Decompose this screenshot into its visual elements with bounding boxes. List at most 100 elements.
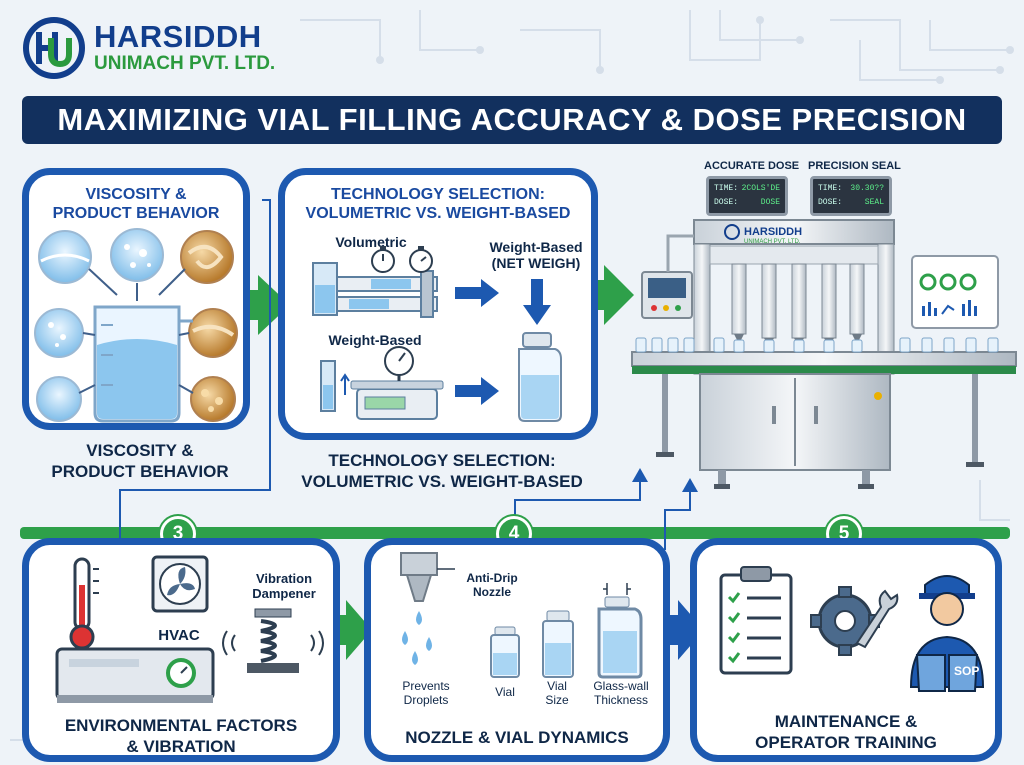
glass-wall-label: Glass-wall Thickness — [581, 679, 661, 707]
volumetric-pump-icon — [312, 262, 438, 318]
net-weigh-line-2: (NET WEIGH) — [491, 255, 581, 271]
accurate-dose-title: ACCURATE DOSE — [704, 160, 800, 172]
liquid-sample-icons — [34, 228, 238, 422]
panel-3-caption: ENVIRONMENTAL FACTORS & VIBRATION — [29, 715, 333, 757]
vial-icon — [518, 332, 562, 422]
operator-icon: SOP — [909, 575, 985, 692]
weight-scale-icon — [320, 346, 444, 420]
panel-environment: HVAC Vibration Dampener — [22, 538, 340, 762]
dampener-line-1: Vibration — [255, 571, 313, 586]
panel-3-caption-line-1: ENVIRONMENTAL FACTORS — [64, 716, 298, 735]
small-vial-icon — [490, 626, 520, 678]
accurate-dose-display: TIME:2COLS'DE DOSE: DOSE — [706, 176, 788, 216]
panel-4-caption: NOZZLE & VIAL DYNAMICS — [371, 727, 663, 748]
checklist-clipboard-icon — [719, 566, 793, 675]
vibration-dampener-label: Vibration Dampener — [239, 571, 329, 601]
droplets-icon — [402, 611, 432, 665]
vial-size-line-2: Size — [545, 693, 569, 707]
vial-label: Vial — [495, 685, 515, 699]
arrow-4-5 — [668, 600, 704, 660]
weight-based-label: Weight-Based — [328, 332, 422, 348]
anti-drip-nozzle-icon — [400, 552, 455, 602]
panel-viscosity: VISCOSITY & PRODUCT BEHAVIOR — [22, 168, 250, 430]
large-vial-icon — [597, 583, 643, 679]
prevents-line-2: Droplets — [403, 693, 449, 707]
glass-wall-line-1: Glass-wall — [593, 679, 649, 693]
brand-subtitle: UNIMACH PVT. LTD. — [94, 53, 276, 74]
technology-illustration — [312, 246, 562, 422]
maintenance-illustration: SOP — [719, 566, 985, 692]
stopwatch-icon — [371, 246, 433, 273]
machine-logo-sub: UNIMACH PVT. LTD. — [744, 239, 801, 245]
arrowhead-b — [682, 478, 698, 492]
panel-maintenance: SOP MAINTENANCE & OPERATOR TRAINING — [690, 538, 1002, 762]
vial-filling-machine: HARSIDDH UNIMACH PVT. LTD. — [631, 219, 1017, 489]
vial-size-label: Vial Size — [537, 679, 577, 707]
arrow-2-machine — [590, 265, 634, 325]
dose-r2-value: DOSE — [760, 198, 780, 207]
dose-r2-label: DOSE: — [714, 198, 739, 207]
dampener-line-2: Dampener — [252, 586, 316, 601]
panel-1-caption: VISCOSITY & PRODUCT BEHAVIOR — [30, 440, 250, 482]
viscosity-illustration — [34, 228, 238, 423]
anti-drip-label: Anti-Drip Nozzle — [457, 571, 527, 599]
seal-r1-label: TIME: — [818, 184, 843, 193]
beaker-icon — [93, 305, 193, 423]
glass-wall-line-2: Thickness — [593, 693, 649, 707]
gear-wrench-icon — [810, 586, 899, 656]
panel-2-head-line-2: VOLUMETRIC VS. WEIGHT-BASED — [305, 205, 571, 222]
panel-5-caption-line-1: MAINTENANCE & — [774, 712, 918, 731]
prevents-line-1: Prevents — [402, 679, 450, 693]
arrow-1-2 — [238, 275, 290, 335]
panel-technology: TECHNOLOGY SELECTION: VOLUMETRIC VS. WEI… — [278, 168, 598, 440]
hvac-label: HVAC — [158, 627, 200, 644]
volumetric-label: Volumetric — [335, 234, 407, 250]
panel-2-head-line-1: TECHNOLOGY SELECTION: — [331, 186, 545, 203]
panel-1-head-line-1: VISCOSITY & — [85, 186, 187, 203]
arrowhead-a — [632, 468, 648, 482]
hvac-fan-icon — [151, 555, 209, 613]
panel-2-caption-line-1: TECHNOLOGY SELECTION: — [328, 451, 556, 470]
panel-2-caption-line-2: VOLUMETRIC VS. WEIGHT-BASED — [301, 472, 583, 491]
precision-seal-display: TIME: 30.30?? DOSE: SEAL — [810, 176, 892, 216]
panel-3-caption-line-2: & VIBRATION — [126, 737, 236, 756]
dose-r1-value: 2COLS'DE — [741, 184, 780, 193]
prevents-label: Prevents Droplets — [391, 679, 461, 707]
machine-logo-name: HARSIDDH — [744, 226, 802, 238]
title-banner: MAXIMIZING VIAL FILLING ACCURACY & DOSE … — [22, 96, 1002, 144]
net-weigh-label: Weight-Based (NET WEIGH) — [481, 239, 591, 271]
seal-r2-label: DOSE: — [818, 198, 843, 207]
line-p5-machine-b — [664, 488, 691, 550]
panel-5-caption-line-2: OPERATOR TRAINING — [755, 733, 937, 752]
panel-4-caption-line-1: NOZZLE & VIAL DYNAMICS — [405, 728, 629, 747]
page-title: MAXIMIZING VIAL FILLING ACCURACY & DOSE … — [57, 102, 967, 137]
seal-r2-value: SEAL — [864, 198, 884, 207]
brand-name: HARSIDDH — [94, 19, 262, 54]
blue-arrows — [455, 279, 551, 405]
anti-drip-line-2: Nozzle — [472, 585, 511, 599]
instrument-device-icon — [55, 647, 215, 703]
vial-size-line-1: Vial — [547, 679, 567, 693]
net-weigh-line-1: Weight-Based — [489, 239, 583, 255]
panel-1-head-line-2: PRODUCT BEHAVIOR — [52, 205, 220, 222]
panel-5-caption: MAINTENANCE & OPERATOR TRAINING — [697, 711, 995, 753]
anti-drip-line-1: Anti-Drip — [466, 571, 518, 585]
panel-nozzle: Anti-Drip Nozzle Prevents Droplets Vial … — [364, 538, 670, 762]
medium-vial-icon — [542, 610, 574, 678]
hu-logo-icon — [23, 17, 85, 79]
nozzle-illustration — [400, 552, 643, 679]
company-logo: HARSIDDH UNIMACH PVT. LTD. — [22, 16, 275, 80]
panel-1-caption-line-2: PRODUCT BEHAVIOR — [51, 462, 229, 481]
line-p4-machine-a — [514, 478, 641, 525]
precision-seal-title: PRECISION SEAL — [808, 160, 901, 172]
thermometer-icon — [69, 557, 99, 650]
arrow-3-4 — [336, 600, 372, 660]
seal-r1-value: 30.30?? — [850, 184, 884, 193]
environment-illustration — [55, 555, 324, 703]
conveyor-vials — [635, 337, 999, 353]
vibration-spring-icon — [222, 608, 324, 673]
panel-2-caption: TECHNOLOGY SELECTION: VOLUMETRIC VS. WEI… — [272, 450, 612, 492]
panel-1-caption-line-1: VISCOSITY & — [86, 441, 194, 460]
dose-r1-label: TIME: — [714, 184, 739, 193]
sop-text: SOP — [954, 664, 979, 678]
